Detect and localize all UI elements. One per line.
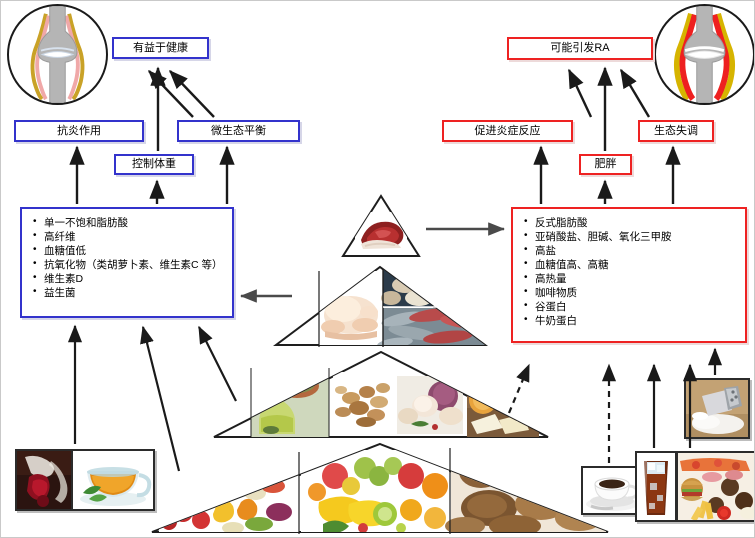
left-factor-item: 益生菌 bbox=[33, 285, 223, 300]
left-factor-item: 单一不饱和脂肪酸 bbox=[33, 215, 223, 230]
left-mediator-microbiome-label: 微生态平衡 bbox=[211, 124, 266, 137]
left-factor-item: 维生素D bbox=[33, 271, 223, 286]
right-outcome-label: 可能引发RA bbox=[550, 42, 610, 55]
arrow-inflammation-to-ra bbox=[567, 68, 593, 118]
right-mediator-obesity-label: 肥胖 bbox=[594, 158, 617, 171]
left-mediator-weight-box[interactable]: 控制体重 bbox=[114, 154, 194, 175]
coffee-photo bbox=[581, 466, 643, 515]
right-factor-item: 牛奶蛋白 bbox=[524, 313, 672, 328]
left-mediator-anti-inflammatory-label: 抗炎作用 bbox=[57, 124, 101, 137]
left-factors-box[interactable]: 单一不饱和脂肪酸 高纤维 血糖值低 抗氧化物（类胡萝卜素、维生素C 等） 维生素… bbox=[20, 207, 234, 318]
tea-photo bbox=[71, 449, 155, 511]
arrow-dysbiosis-to-ra bbox=[619, 68, 651, 118]
pyramid-tier-poultry-fish bbox=[273, 265, 489, 348]
pyramid-tier-red-meat bbox=[341, 194, 421, 259]
right-mediator-dysbiosis-box[interactable]: 生态失调 bbox=[638, 120, 714, 142]
left-outcome-box[interactable]: 有益于健康 bbox=[112, 37, 209, 59]
right-factor-item: 反式脂肪酸 bbox=[524, 215, 672, 230]
right-mediator-inflammation-box[interactable]: 促进炎症反应 bbox=[442, 120, 573, 142]
right-factors-list: 反式脂肪酸 亚硝酸盐、胆碱、氧化三甲胺 高盐 血糖值高、高糖 高热量 咖啡物质 … bbox=[521, 215, 672, 329]
right-mediator-dysbiosis-label: 生态失调 bbox=[654, 124, 698, 137]
right-outcome-box[interactable]: 可能引发RA bbox=[507, 37, 653, 60]
right-factor-item: 血糖值高、高糖 bbox=[524, 257, 672, 272]
left-factor-item: 血糖值低 bbox=[33, 243, 223, 258]
fast-food-photo bbox=[676, 451, 754, 522]
left-factor-item: 抗氧化物（类胡萝卜素、维生素C 等） bbox=[33, 257, 222, 272]
left-factor-item: 高纤维 bbox=[33, 229, 223, 244]
right-factor-item: 咖啡物质 bbox=[524, 285, 672, 300]
right-mediator-inflammation-label: 促进炎症反应 bbox=[474, 124, 541, 137]
arrow-microbiome-to-health bbox=[169, 69, 215, 118]
red-wine-photo bbox=[15, 449, 76, 511]
left-mediator-microbiome-box[interactable]: 微生态平衡 bbox=[177, 120, 300, 142]
left-mediator-weight-label: 控制体重 bbox=[132, 158, 176, 171]
healthy-knee-joint-icon bbox=[7, 4, 108, 105]
salt-shaker-photo bbox=[684, 378, 750, 439]
left-factors-list: 单一不饱和脂肪酸 高纤维 血糖值低 抗氧化物（类胡萝卜素、维生素C 等） 维生素… bbox=[30, 215, 223, 300]
right-factors-box[interactable]: 反式脂肪酸 亚硝酸盐、胆碱、氧化三甲胺 高盐 血糖值高、高糖 高热量 咖啡物质 … bbox=[511, 207, 747, 343]
right-factor-item: 高热量 bbox=[524, 271, 672, 286]
left-outcome-label: 有益于健康 bbox=[133, 41, 188, 54]
right-factor-item: 谷蛋白 bbox=[524, 299, 672, 314]
right-factor-item: 高盐 bbox=[524, 243, 672, 258]
cola-photo bbox=[635, 451, 677, 522]
inflamed-knee-joint-icon bbox=[654, 4, 754, 105]
pyramid-tier-vegetables-fruits-grains bbox=[149, 442, 611, 535]
left-mediator-anti-inflammatory-box[interactable]: 抗炎作用 bbox=[14, 120, 144, 142]
right-factor-item: 亚硝酸盐、胆碱、氧化三甲胺 bbox=[524, 229, 671, 244]
pyramid-tier-oil-nuts-dairy bbox=[211, 350, 551, 440]
arrow-antiinflammatory-to-health bbox=[148, 69, 194, 118]
right-mediator-obesity-box[interactable]: 肥胖 bbox=[579, 154, 632, 175]
